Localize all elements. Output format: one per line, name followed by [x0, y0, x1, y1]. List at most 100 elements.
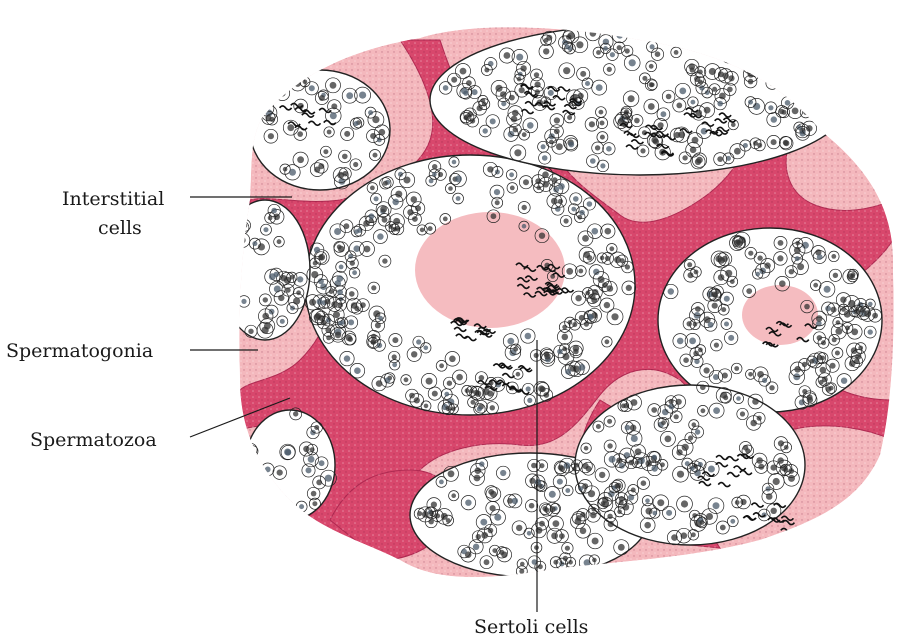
cell-nucleus	[615, 483, 620, 488]
cell-nucleus	[446, 406, 452, 412]
cell-nucleus	[724, 296, 730, 302]
cell-nucleus	[319, 460, 325, 466]
cell-nucleus	[596, 424, 601, 429]
cell-nucleus	[607, 419, 612, 424]
cell-nucleus	[553, 560, 558, 565]
cell-nucleus	[773, 478, 780, 485]
cell-nucleus	[713, 292, 719, 298]
cell-nucleus	[868, 302, 873, 307]
cell-nucleus	[688, 435, 693, 440]
cell-nucleus	[649, 64, 654, 69]
cell-nucleus	[443, 217, 448, 222]
cell-nucleus	[429, 519, 434, 524]
cell-nucleus	[471, 400, 476, 405]
cell-nucleus	[325, 299, 331, 305]
cell-nucleus	[691, 100, 696, 105]
cell-nucleus	[610, 52, 615, 57]
cell-nucleus	[666, 94, 672, 100]
cell-nucleus	[677, 338, 684, 345]
cell-nucleus	[510, 186, 515, 191]
cell-nucleus	[651, 137, 658, 144]
cell-nucleus	[609, 246, 614, 251]
cell-nucleus	[566, 268, 573, 275]
cell-nucleus	[674, 414, 679, 419]
cell-nucleus	[494, 189, 500, 195]
cell-nucleus	[579, 364, 586, 371]
cell-nucleus	[491, 213, 497, 219]
cell-nucleus	[795, 256, 800, 261]
cell-nucleus	[392, 362, 397, 367]
cell-nucleus	[261, 481, 267, 487]
cell-nucleus	[700, 385, 706, 391]
cell-nucleus	[628, 95, 635, 102]
cell-nucleus	[622, 504, 629, 511]
cell-nucleus	[722, 373, 728, 379]
cell-nucleus	[833, 273, 838, 278]
cell-nucleus	[522, 132, 527, 137]
cell-nucleus	[720, 525, 726, 531]
cell-nucleus	[860, 307, 866, 313]
cell-nucleus	[338, 246, 345, 253]
cell-nucleus	[481, 532, 488, 539]
cell-nucleus	[539, 233, 545, 239]
cell-nucleus	[477, 105, 483, 111]
cell-nucleus	[554, 128, 560, 134]
cell-nucleus	[327, 130, 332, 135]
cell-nucleus	[349, 291, 355, 297]
cell-nucleus	[712, 87, 717, 92]
cell-nucleus	[679, 88, 686, 95]
cell-nucleus	[520, 562, 525, 567]
cell-nucleus	[293, 411, 298, 416]
cell-nucleus	[618, 544, 625, 551]
cell-nucleus	[264, 323, 271, 330]
cell-nucleus	[382, 258, 387, 263]
cell-nucleus	[411, 196, 418, 203]
cell-nucleus	[520, 65, 526, 71]
cell-nucleus	[417, 511, 422, 516]
cell-nucleus	[541, 144, 546, 149]
cell-nucleus	[456, 196, 461, 201]
cell-nucleus	[388, 224, 393, 229]
cell-nucleus	[474, 475, 481, 482]
cell-nucleus	[432, 172, 437, 177]
cell-nucleus	[768, 105, 773, 110]
cell-nucleus	[338, 302, 344, 308]
cell-nucleus	[287, 124, 294, 131]
cell-nucleus	[277, 470, 283, 476]
cell-nucleus	[290, 275, 295, 280]
cell-nucleus	[690, 466, 695, 471]
cell-nucleus	[751, 67, 757, 73]
cell-nucleus	[448, 186, 453, 191]
cell-nucleus	[522, 205, 527, 210]
cell-nucleus	[748, 251, 753, 256]
cell-nucleus	[310, 430, 316, 436]
cell-nucleus	[483, 128, 488, 133]
cell-nucleus	[778, 440, 784, 446]
cell-nucleus	[825, 306, 831, 312]
cell-nucleus	[601, 501, 606, 506]
cell-nucleus	[803, 110, 808, 115]
cell-nucleus	[817, 335, 823, 341]
cell-nucleus	[748, 372, 753, 377]
cell-nucleus	[309, 85, 315, 91]
cell-nucleus	[451, 77, 457, 83]
germ-cell	[245, 465, 256, 476]
cell-nucleus	[490, 491, 497, 498]
cell-nucleus	[448, 470, 455, 477]
cell-nucleus	[558, 199, 563, 204]
cell-nucleus	[734, 148, 741, 155]
cell-nucleus	[271, 208, 277, 214]
cell-nucleus	[631, 399, 638, 406]
cell-nucleus	[820, 367, 827, 374]
cell-nucleus	[455, 175, 462, 182]
cell-nucleus	[599, 472, 605, 478]
cell-nucleus	[708, 466, 715, 473]
cell-nucleus	[527, 531, 532, 536]
cell-nucleus	[516, 54, 523, 61]
cell-nucleus	[280, 319, 285, 324]
cell-nucleus	[548, 90, 554, 96]
cell-nucleus	[605, 228, 612, 235]
cell-nucleus	[532, 559, 538, 565]
cell-nucleus	[330, 112, 337, 119]
cell-nucleus	[320, 283, 327, 290]
